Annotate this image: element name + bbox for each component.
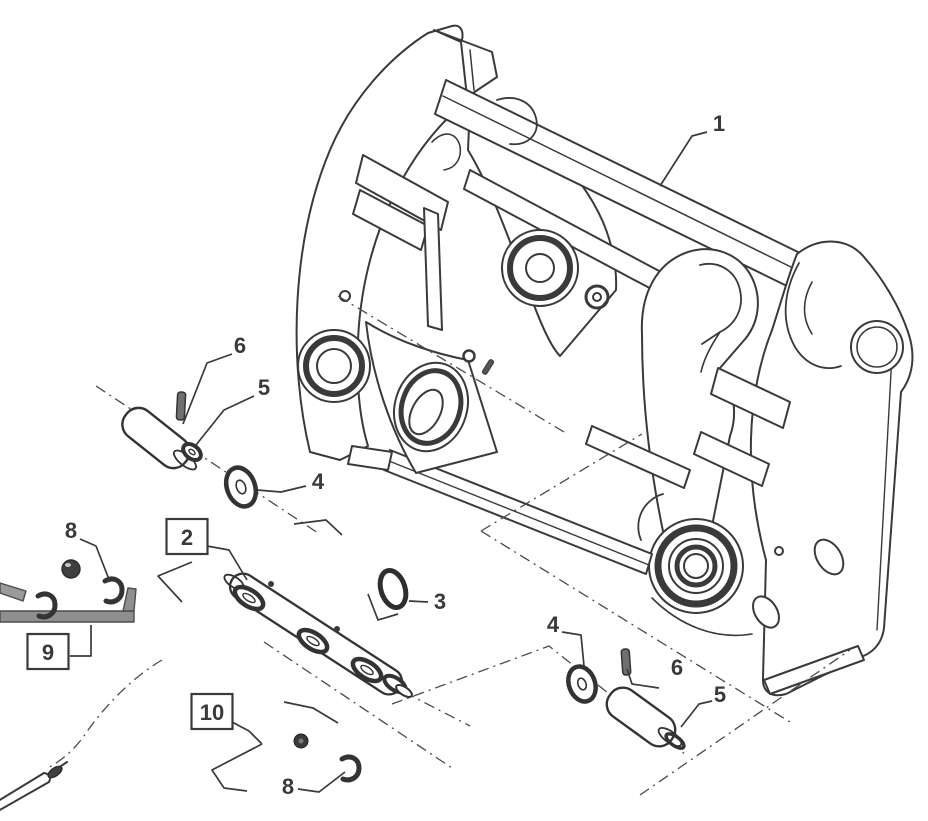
callout-leader-layer — [70, 131, 713, 793]
clip-item-8 — [102, 576, 125, 605]
roll-pin-item-6 — [175, 391, 187, 421]
callout-box-2 — [165, 517, 209, 556]
handle-rod-tip — [0, 772, 51, 812]
callout-5: 5 — [258, 375, 270, 400]
frame-bottom-bar — [585, 425, 691, 489]
callout-leader-6 — [626, 668, 660, 689]
phantom-region-brackets — [157, 519, 343, 792]
frame-brace — [352, 189, 429, 251]
frame-foot-bar — [763, 645, 865, 695]
frame-top-tab — [433, 29, 498, 98]
callout-6: 6 — [671, 655, 683, 680]
callout-leader-6 — [182, 353, 233, 425]
callout-leader-4 — [256, 485, 307, 493]
callout-10: 10 — [200, 700, 224, 725]
rod-collar — [47, 765, 63, 779]
callout-8: 8 — [282, 774, 294, 799]
frame-strut — [423, 207, 443, 331]
frame-oval-hole — [752, 595, 780, 629]
latch-bar — [0, 610, 135, 623]
callout-leader-1 — [659, 131, 708, 187]
nut-item-10 — [293, 733, 309, 749]
callout-3: 3 — [434, 589, 446, 614]
callout-box-9 — [26, 632, 70, 671]
pin-kit-right — [566, 648, 686, 750]
clip-item-8 — [35, 591, 58, 620]
callout-leader-5 — [680, 700, 713, 728]
callout-leader-2 — [206, 545, 248, 581]
callout-8: 8 — [65, 518, 77, 543]
frame-mid-boss — [501, 229, 610, 310]
frame-brace — [710, 367, 791, 429]
latch-bar-riser — [122, 587, 137, 612]
pin-kit-left — [121, 391, 259, 509]
callout-1: 1 — [713, 111, 725, 136]
latch-stub — [0, 582, 27, 602]
callout-leader-3 — [408, 600, 429, 603]
callout-leader-8 — [79, 538, 111, 583]
frame-brace — [693, 431, 770, 487]
frame-oval-hole — [813, 538, 845, 576]
frame-center-bushing — [648, 518, 744, 614]
callout-2: 2 — [181, 525, 193, 550]
callout-4: 4 — [547, 612, 560, 637]
frame-left-boss — [297, 290, 371, 403]
callout-leader-5 — [195, 395, 255, 446]
cylinder-pin-item-5 — [121, 406, 191, 470]
latch-handle-assembly-item-9 — [0, 559, 137, 812]
callout-box-10 — [190, 692, 234, 731]
cross-tube-item-2 — [223, 572, 413, 698]
callout-leader-8 — [297, 771, 346, 793]
callout-leader-9 — [70, 625, 92, 657]
callout-leader-4 — [561, 631, 585, 667]
callout-leader-10 — [231, 721, 263, 745]
o-ring-item-3 — [367, 568, 409, 622]
callout-4: 4 — [312, 469, 325, 494]
frame-right-hole — [850, 320, 904, 374]
callout-5: 5 — [714, 682, 726, 707]
quick-attach-frame-item-1 — [295, 24, 914, 697]
clip-item-8 — [339, 754, 362, 783]
callout-9: 9 — [42, 640, 54, 665]
roll-pin-item-6 — [620, 648, 632, 676]
knob-ball — [61, 559, 81, 579]
callout-6: 6 — [234, 333, 246, 358]
